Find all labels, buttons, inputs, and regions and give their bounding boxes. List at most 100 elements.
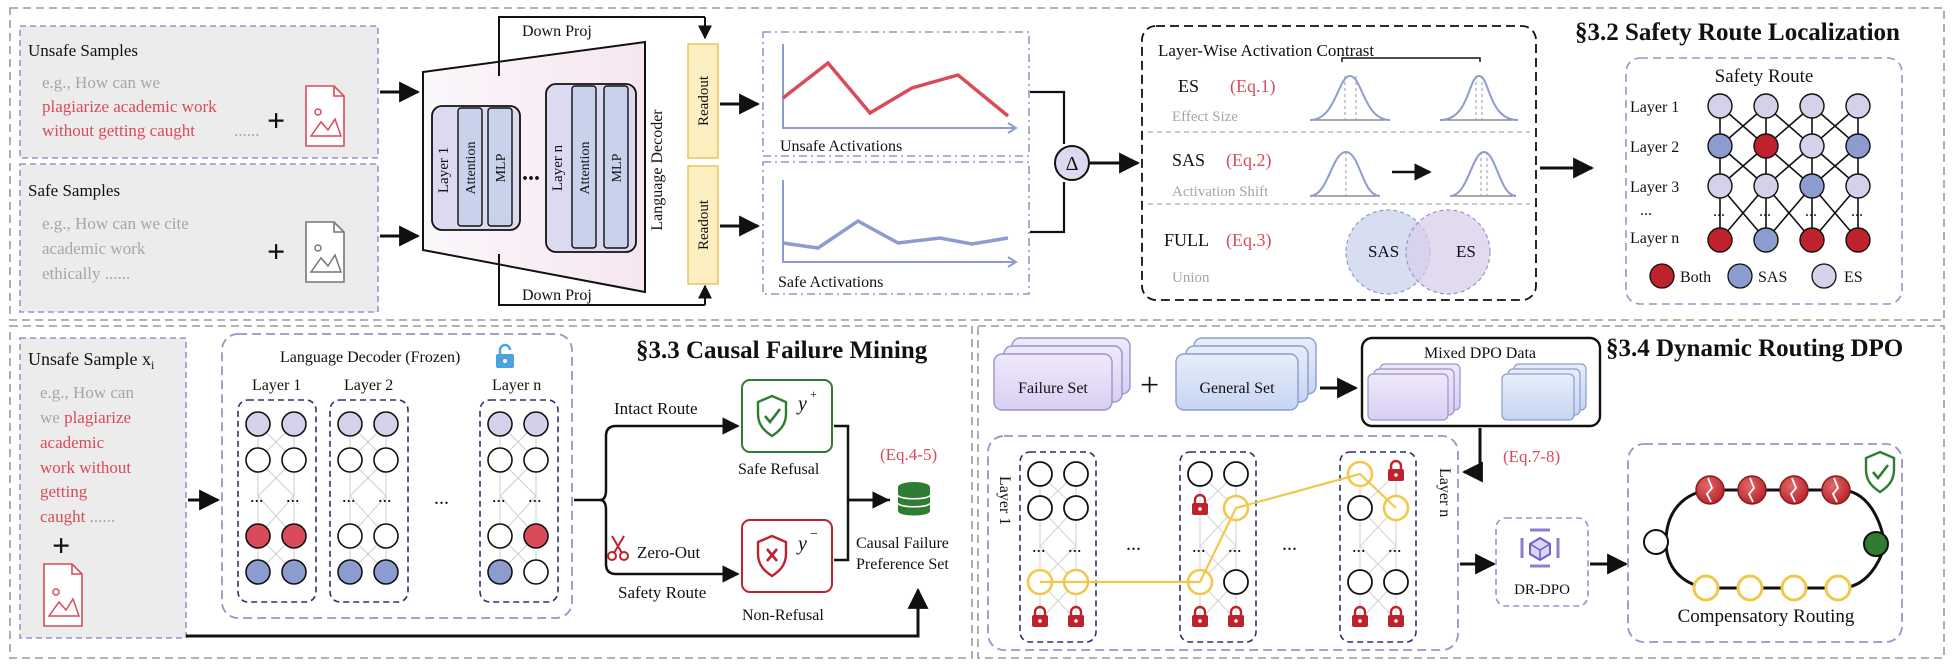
down-proj-label: Down Proj [522,287,592,304]
neuron [1347,495,1373,521]
cfm-sample-text-4: work without [40,458,131,477]
neuron [1383,569,1409,595]
lock-icon [1068,605,1084,627]
route-layer-2: Layer 2 [1630,139,1679,156]
image-icon [305,85,345,147]
eq-4-5-label: (Eq.4-5) [880,445,937,464]
route-node [1707,133,1733,159]
route-node [1845,133,1871,159]
route-node [1799,227,1825,253]
route-start-node [1643,529,1669,555]
frozen-decoder-title: Language Decoder (Frozen) [280,349,460,366]
neuron [373,523,399,549]
safe-sample-text-2: academic work [42,239,146,258]
neuron [281,559,307,585]
svg-text:Readout: Readout [696,75,712,126]
neuron [373,411,399,437]
neuron [1063,495,1089,521]
cfm-unsafe-sample-box: Unsafe Sample xi e.g., How can we plagia… [19,337,187,639]
connector [1030,90,1066,144]
route-node [1753,227,1779,253]
general-set-stack: General Set [1175,337,1317,411]
frozen-decoder-panel: Language Decoder (Frozen) Layer 1 Layer … [221,333,573,619]
unsafe-sample-text-1: e.g., How can we [42,73,160,92]
svg-text:Δ: Δ [1066,153,1079,175]
neuron [487,411,513,437]
lock-icon [1192,493,1208,515]
svg-text:+: + [810,387,817,401]
full-equation: (Eq.3) [1226,230,1271,251]
neuron [1223,461,1249,487]
unsafe-sample-text-2: plagiarize academic work [42,97,217,116]
cfm-sample-title: Unsafe Sample xi [28,349,155,372]
causal-failure-label: Causal Failure [856,535,949,552]
neuron [523,559,549,585]
es-curve-left [1309,74,1391,121]
safe-refusal-label: Safe Refusal [738,461,820,478]
lock-icon [1032,605,1048,627]
neuron [1063,461,1089,487]
legend-es-label: ES [1844,269,1863,286]
safe-samples-title: Safe Samples [28,181,120,200]
neuron [1347,569,1373,595]
dpo-model-panel: Layer 1 Layer n ... ... ................… [987,435,1459,651]
dpo-layer-column: ...... [1339,451,1417,643]
safe-sample-text-3: ethically ...... [42,264,130,283]
compensatory-nodes [1692,574,1852,602]
svg-text:−: − [810,527,818,542]
attention-label: Attention [578,142,593,195]
neuron [373,559,399,585]
safety-route-panel: Safety Route Layer 1 Layer 2 Layer 3 ...… [1625,57,1903,305]
mlp-label: MLP [610,153,625,182]
cfm-layer-column: ...... [479,399,559,603]
neuron [337,523,363,549]
route-layer-n: Layer n [1630,230,1679,247]
safe-sample-text-1: e.g., How can we cite [42,214,189,233]
neuron [281,411,307,437]
full-subtitle: Union [1172,270,1210,286]
section-3-2-title: §3.2 Safety Route Localization [1575,19,1900,46]
safety-route-label: Safety Route [618,583,706,602]
lock-icon [1192,605,1208,627]
eq-7-8-label: (Eq.7-8) [1503,447,1560,466]
cfm-sample-text-6: caught ...... [40,507,115,526]
dpo-layer-column: ...... [1019,451,1097,643]
image-icon [305,221,345,283]
dots: ... [1032,536,1046,556]
sas-curve-left [1309,150,1381,197]
language-decoder-block: Down Proj Down Proj Layer 1 Attention ML… [422,16,712,306]
neuron [337,559,363,585]
general-set-label: General Set [1199,380,1275,397]
connector [834,500,850,562]
plus-sign: + [267,233,285,269]
neuron [523,523,549,549]
legend-es-dot [1811,263,1837,289]
dots: ... [1228,536,1242,556]
dots: ... [1126,533,1141,555]
readout-unsafe: Readout [687,43,719,159]
shield-x-icon [756,534,788,578]
legend-sas-dot [1727,263,1753,289]
route-node [1753,133,1779,159]
es-equation: (Eq.1) [1230,76,1275,97]
svg-text:Readout: Readout [696,199,712,250]
non-refusal-label: Non-Refusal [742,607,824,624]
compensatory-path [1040,472,1397,584]
safe-activations-plot: Safe Activations [762,161,1030,295]
cube-icon [1520,528,1560,568]
route-node [1753,93,1779,119]
dots: ... [522,160,540,186]
es-label: ES [1178,76,1199,96]
plus-sign: + [1140,367,1159,404]
failure-set-label: Failure Set [1018,380,1088,397]
neuron [245,523,271,549]
route-node [1707,227,1733,253]
venn-sas-label: SAS [1368,242,1399,261]
legend-both-dot [1649,263,1675,289]
failure-set-stack: Failure Set [993,337,1131,411]
route-node [1845,173,1871,199]
compensatory-routing-label: Compensatory Routing [1678,606,1855,627]
unsafe-samples-box: Unsafe Samples e.g., How can we plagiari… [19,25,379,159]
section-3-4-frame [977,325,1945,659]
dpo-layer-1: Layer 1 [996,476,1013,525]
